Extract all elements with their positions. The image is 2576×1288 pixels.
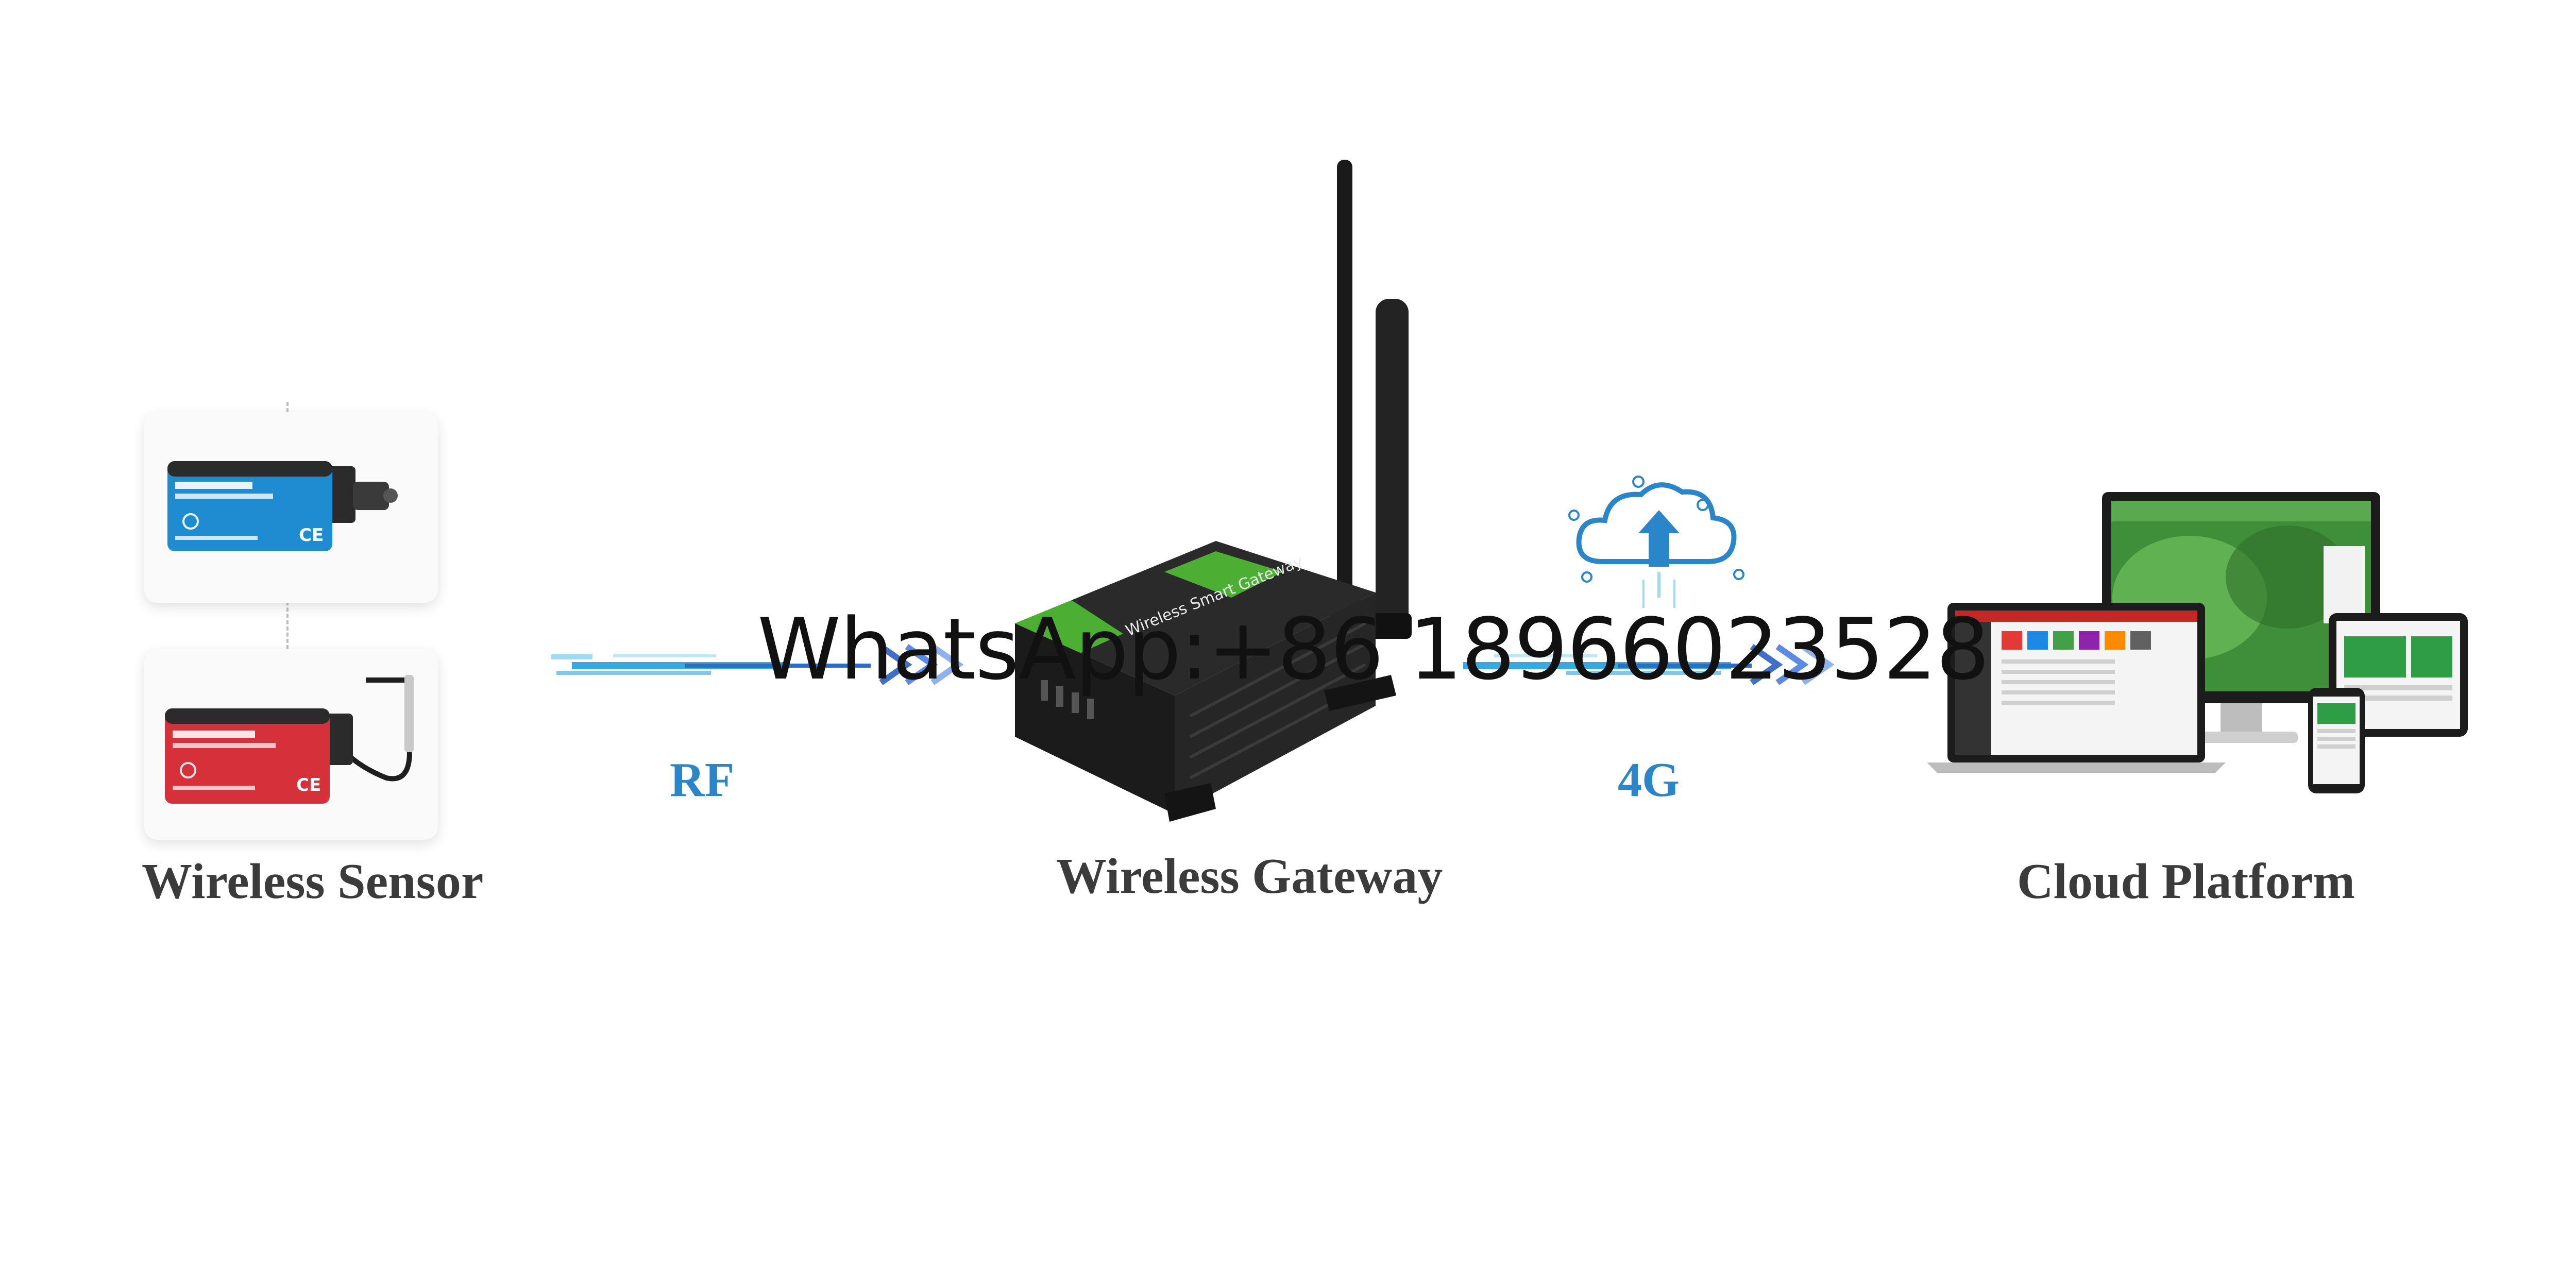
temperature-sensor-device: CE	[165, 675, 414, 804]
gateway-device: Wireless Smart Gateway	[1015, 160, 1412, 822]
antenna-icon	[1376, 299, 1409, 629]
rf-link-arrow	[551, 644, 964, 685]
sensor-card-humidity: CE	[144, 412, 438, 603]
tablet-icon	[2329, 613, 2468, 737]
gateway-label: Wireless Gateway	[1056, 849, 1443, 904]
sensor-card-temperature: CE	[144, 649, 438, 840]
svg-text:CE: CE	[299, 525, 324, 546]
sensor-label: Wireless Sensor	[142, 854, 484, 909]
cloud-upload-icon	[1568, 476, 1744, 608]
laptop-icon	[1927, 603, 2226, 773]
cellular-link-arrow	[1463, 644, 1835, 685]
cloud-label: Cloud Platform	[2017, 854, 2355, 909]
cellular-link-label: 4G	[1618, 753, 1680, 807]
rf-link-label: RF	[670, 753, 735, 807]
antenna-icon	[1337, 160, 1352, 613]
svg-text:CE: CE	[296, 775, 321, 795]
cloud-platform-devices	[1927, 492, 2468, 793]
watermark-contact: WhatsApp:+86 18966023528	[757, 600, 1990, 699]
humidity-sensor-device: CE	[167, 461, 398, 551]
phone-icon	[2308, 688, 2365, 793]
